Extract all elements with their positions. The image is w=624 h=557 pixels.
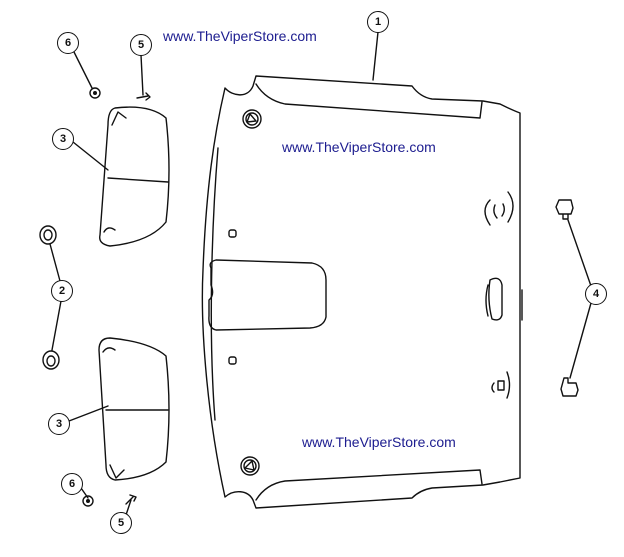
retainer-clip-upper: [555, 199, 574, 220]
callout-washer-upper: 6: [57, 32, 79, 54]
callout-screw-upper: 5: [130, 34, 152, 56]
watermark-text: www.TheViperStore.com: [302, 434, 456, 450]
callout-headliner: 1: [367, 11, 389, 33]
screw-upper: [136, 92, 151, 101]
washer-upper: [89, 87, 101, 99]
visor-clip-lower: [42, 350, 60, 370]
callout-sun-visor-upper: 3: [52, 128, 74, 150]
visor-clip-upper: [39, 225, 57, 245]
retainer-clip-lower: [560, 377, 579, 397]
callout-visor-clip: 2: [51, 280, 73, 302]
callout-sun-visor-lower: 3: [48, 413, 70, 435]
headliner-panel: [201, 75, 523, 509]
sun-visor-upper: [99, 106, 170, 247]
grab-handle-mount-icon: [240, 109, 262, 476]
callout-retainer-clip: 4: [585, 283, 607, 305]
sun-visor-lower: [98, 337, 170, 481]
callout-screw-lower: 5: [110, 512, 132, 534]
screw-lower: [125, 494, 137, 505]
washer-lower: [82, 495, 94, 507]
watermark-text: www.TheViperStore.com: [282, 139, 436, 155]
callout-washer-lower: 6: [61, 473, 83, 495]
watermark-text: www.TheViperStore.com: [163, 28, 317, 44]
leader-lines: [49, 31, 592, 516]
